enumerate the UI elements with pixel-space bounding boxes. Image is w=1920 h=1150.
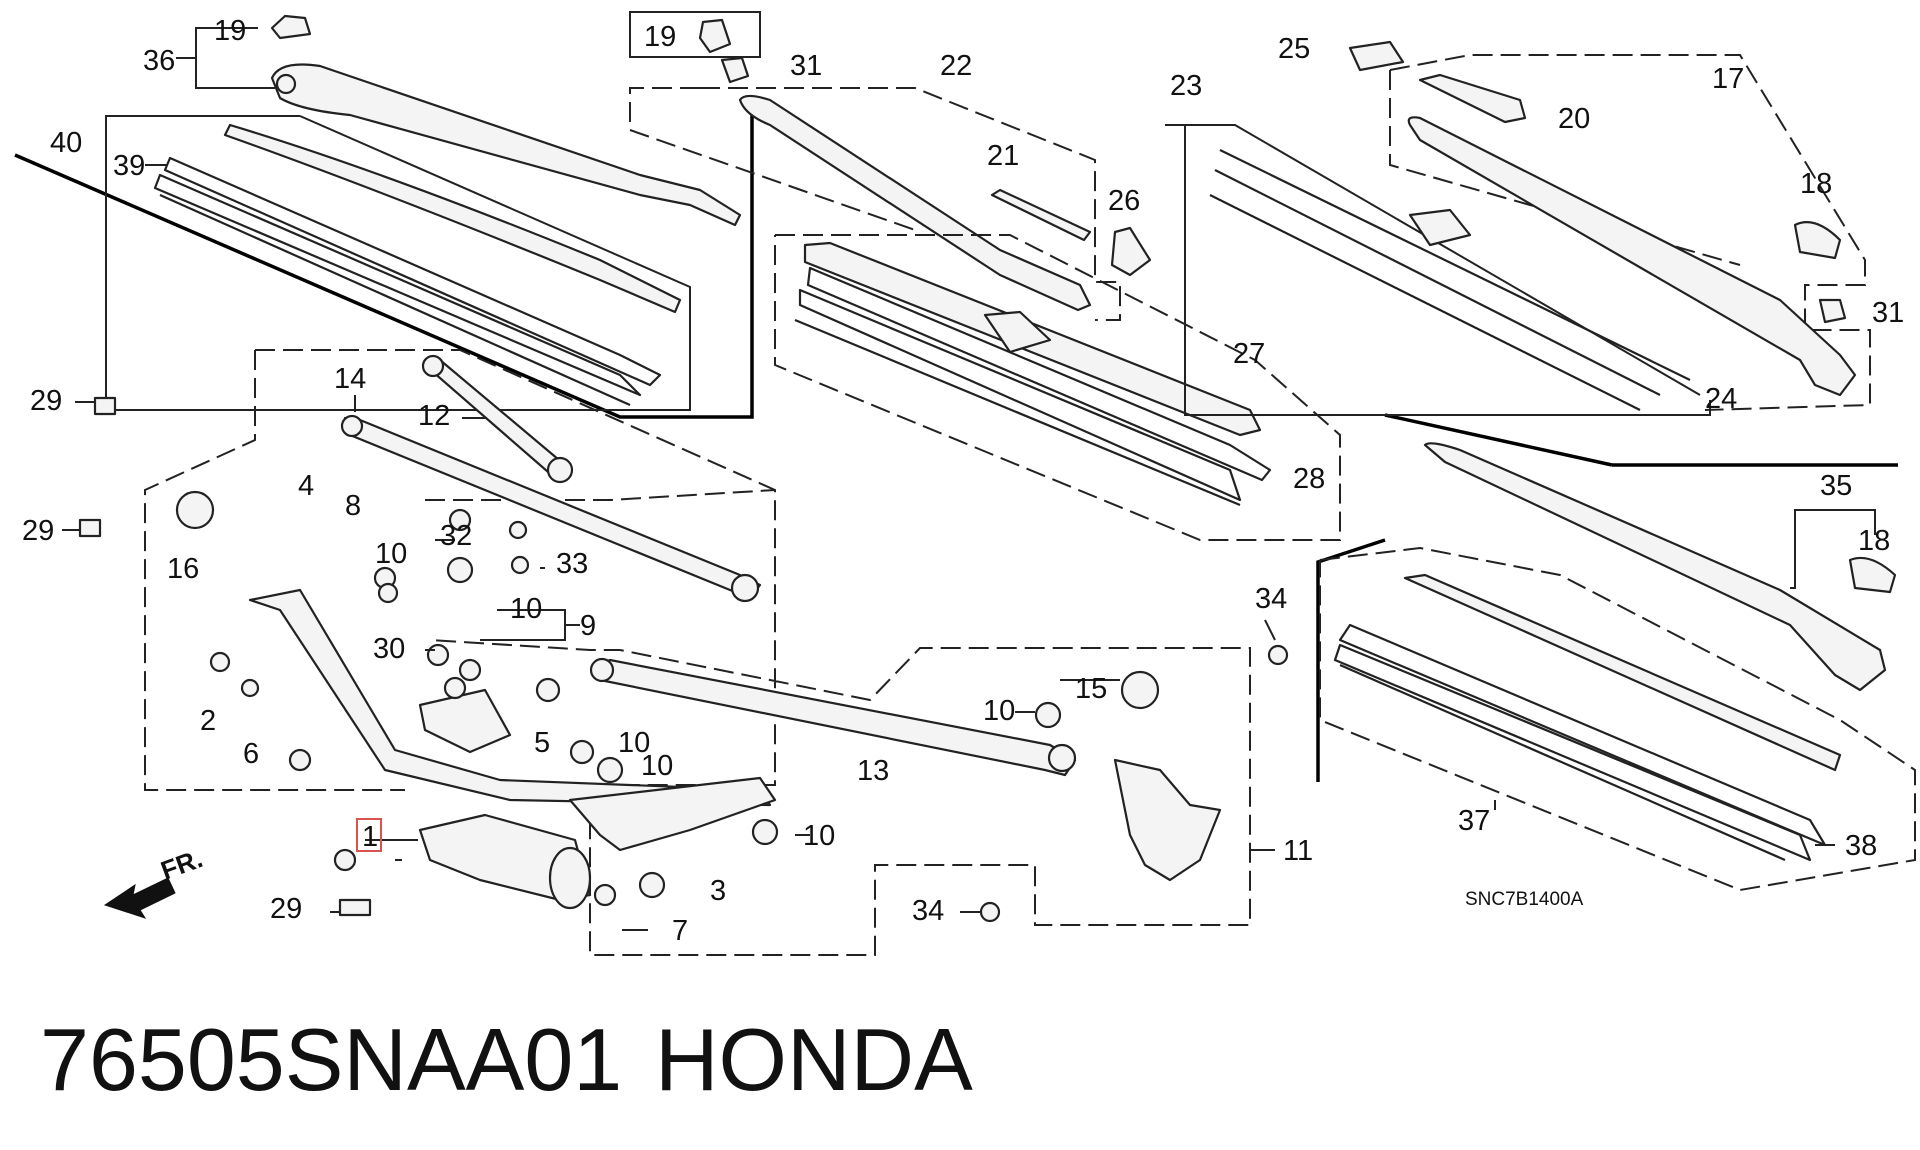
callout-23[interactable]: 23 [1170, 70, 1202, 102]
highlight-box [356, 818, 382, 852]
callout-21[interactable]: 21 [987, 140, 1019, 172]
callout-35[interactable]: 35 [1820, 470, 1852, 502]
callout-37[interactable]: 37 [1458, 805, 1490, 837]
callout-14[interactable]: 14 [334, 363, 366, 395]
callout-10-e[interactable]: 10 [983, 695, 1015, 727]
callout-36[interactable]: 36 [143, 45, 175, 77]
front-right-wiper-arm-group [629, 11, 1152, 321]
callout-10-a[interactable]: 10 [375, 538, 407, 570]
callout-40[interactable]: 40 [50, 127, 82, 159]
callout-18-b[interactable]: 18 [1858, 525, 1890, 557]
callout-10-c[interactable]: 10 [618, 727, 650, 759]
rear-wiper-arm-group [1165, 40, 1871, 416]
callout-2[interactable]: 2 [200, 705, 216, 737]
callout-10-b[interactable]: 10 [510, 593, 542, 625]
callout-27[interactable]: 27 [1233, 338, 1265, 370]
callout-16[interactable]: 16 [167, 553, 199, 585]
callout-31-b[interactable]: 31 [1872, 297, 1904, 329]
front-direction-label: FR. [157, 843, 207, 886]
callout-10-d[interactable]: 10 [641, 750, 673, 782]
callout-8[interactable]: 8 [345, 490, 361, 522]
callout-34-b[interactable]: 34 [912, 895, 944, 927]
callout-labels: 1 2 3 4 5 6 7 8 9 10 10 10 10 10 10 11 1… [22, 15, 1904, 947]
callout-38[interactable]: 38 [1845, 830, 1877, 862]
front-left-wiper-arm-group [105, 14, 742, 411]
callout-7[interactable]: 7 [672, 915, 688, 947]
callout-11[interactable]: 11 [1283, 835, 1313, 867]
callout-34-a[interactable]: 34 [1255, 583, 1287, 615]
callout-32[interactable]: 32 [440, 520, 472, 552]
callout-6[interactable]: 6 [243, 738, 259, 770]
diagram-code: SNC7B1400A [1465, 889, 1584, 910]
callout-10-f[interactable]: 10 [803, 820, 835, 852]
callout-24[interactable]: 24 [1705, 383, 1737, 415]
callout-31-a[interactable]: 31 [790, 50, 822, 82]
callout-5[interactable]: 5 [534, 727, 550, 759]
front-right-wiper-blade-group [774, 234, 1341, 541]
wiper-linkage-motor-group [62, 349, 1289, 956]
callout-18-a[interactable]: 18 [1800, 168, 1832, 200]
callout-25[interactable]: 25 [1278, 33, 1310, 65]
callout-19-b[interactable]: 19 [644, 21, 676, 53]
callout-22[interactable]: 22 [940, 50, 972, 82]
callout-3[interactable]: 3 [710, 875, 726, 907]
callout-15[interactable]: 15 [1075, 673, 1107, 705]
rear-wiper-blade-group [1319, 442, 1916, 892]
callout-39[interactable]: 39 [113, 150, 145, 182]
brand-name: HONDA [655, 1010, 973, 1109]
callout-17[interactable]: 17 [1712, 63, 1744, 95]
callout-1[interactable]: 1 [362, 821, 378, 853]
callout-29-a[interactable]: 29 [30, 385, 62, 417]
separator-lines [14, 98, 1898, 782]
callout-29-c[interactable]: 29 [270, 893, 302, 925]
callout-13[interactable]: 13 [857, 755, 889, 787]
callout-12[interactable]: 12 [418, 400, 450, 432]
front-direction-arrow: FR. [103, 843, 207, 919]
callout-30[interactable]: 30 [373, 633, 405, 665]
callout-4[interactable]: 4 [298, 470, 314, 502]
part-number: 76505SNAA01 [40, 1010, 622, 1109]
callout-26[interactable]: 26 [1108, 185, 1140, 217]
callout-33[interactable]: 33 [556, 548, 588, 580]
callout-19-a[interactable]: 19 [214, 15, 246, 47]
callout-28[interactable]: 28 [1293, 463, 1325, 495]
callout-29-b[interactable]: 29 [22, 515, 54, 547]
callout-20[interactable]: 20 [1558, 103, 1590, 135]
callout-9[interactable]: 9 [580, 610, 596, 642]
